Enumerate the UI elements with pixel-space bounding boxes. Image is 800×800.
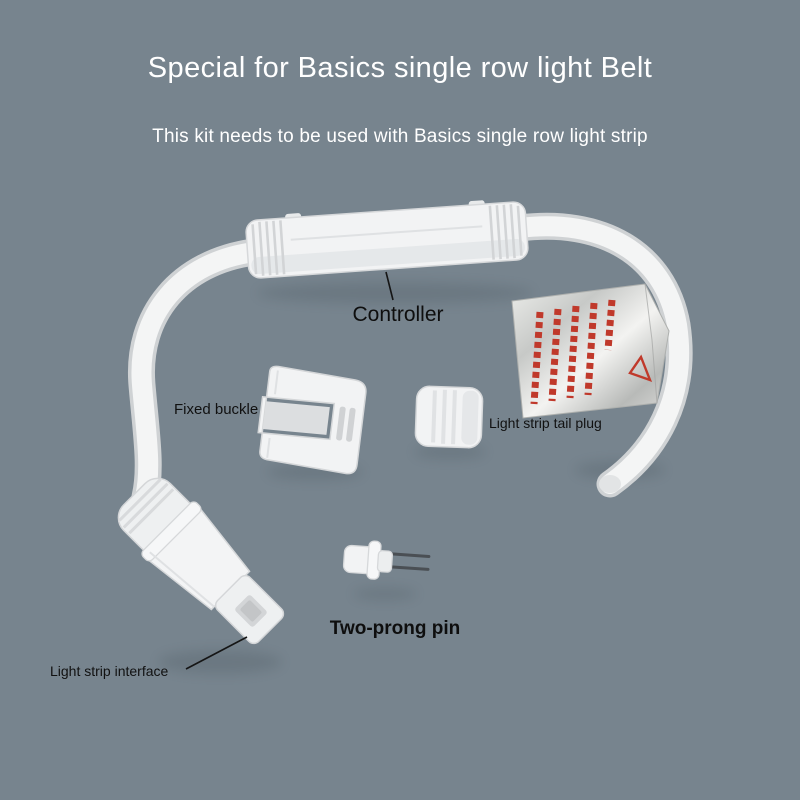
warning-triangle-icon — [628, 354, 653, 382]
two-prong-pin-label: Two-prong pin — [329, 618, 461, 639]
controller-part — [245, 200, 529, 279]
warning-text-columns — [530, 299, 616, 405]
interface-pointer-line — [185, 636, 248, 670]
page-subtitle: This kit needs to be used with Basics si… — [152, 126, 648, 147]
fixed-buckle-part — [257, 365, 367, 475]
controller-ribs-left — [251, 220, 286, 276]
two-prong-pin-part — [342, 540, 431, 580]
warning-label-foil — [511, 283, 670, 419]
light-strip-interface-part — [117, 477, 285, 645]
tail-plug-part — [414, 385, 484, 449]
fixed-buckle-label: Fixed buckle — [174, 401, 259, 418]
tail-plug-label: Light strip tail plug — [489, 415, 602, 431]
controller-ribs-right — [488, 204, 523, 260]
cable-cut-end — [599, 475, 621, 493]
page-title: Special for Basics single row light Belt — [147, 52, 653, 84]
controller-label: Controller — [352, 303, 444, 326]
light-strip-interface-label: Light strip interface — [50, 663, 169, 679]
controller-pointer-line — [385, 271, 394, 301]
cable-right — [506, 212, 693, 498]
cable-left — [127, 238, 268, 511]
